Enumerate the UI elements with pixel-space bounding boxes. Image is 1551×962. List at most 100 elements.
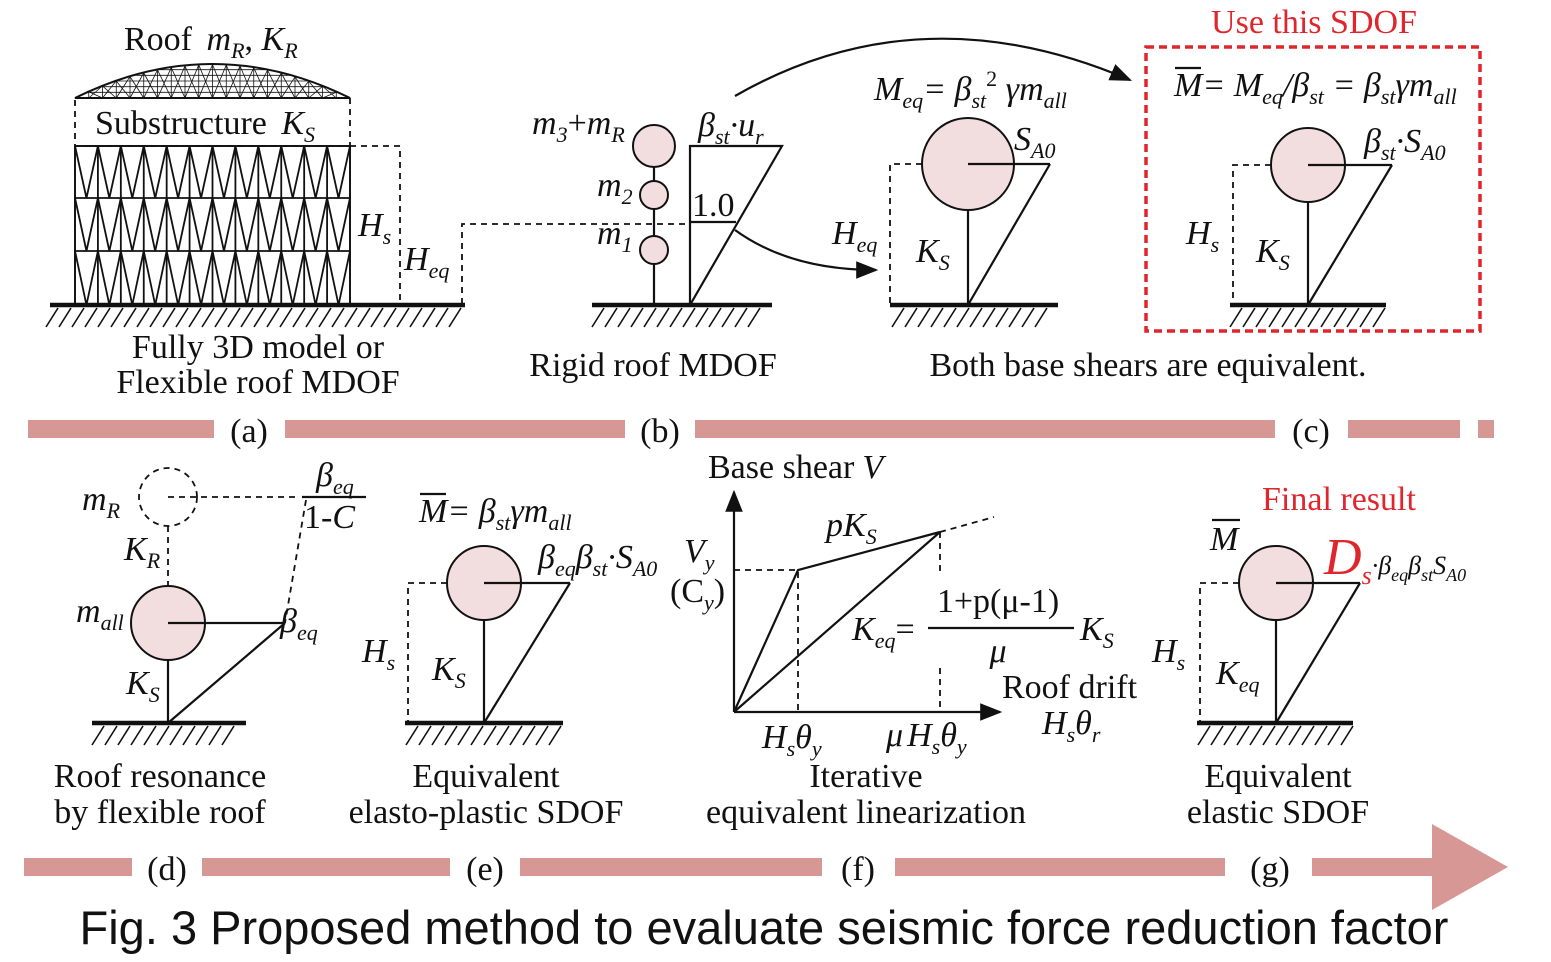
mass-m1 — [639, 235, 669, 265]
label-one: 1.0 — [692, 187, 735, 224]
dome-member — [211, 63, 227, 99]
lattice-brace — [108, 250, 122, 306]
lattice-brace — [177, 197, 191, 252]
label-beta-eq-d: βeq — [279, 603, 318, 645]
arrow-to-c — [734, 37, 1133, 97]
dome-member — [266, 69, 282, 99]
hatch-mark — [969, 307, 983, 328]
lattice-brace — [154, 145, 168, 199]
lattice-brace — [108, 145, 122, 199]
dome-member — [294, 76, 310, 99]
label-heq-c: Heq — [831, 215, 877, 257]
hatch-mark — [1262, 725, 1276, 746]
lattice-brace — [223, 250, 237, 306]
heq-dim-line — [461, 223, 685, 305]
lattice-brace — [131, 250, 145, 306]
hatch-mark — [58, 307, 72, 328]
hatch-mark — [188, 307, 202, 328]
substructure-label: Substructure KS — [95, 105, 315, 147]
lattice-brace — [97, 145, 111, 199]
dome-member — [170, 65, 186, 99]
hatch-mark — [470, 725, 484, 746]
lattice-brace — [280, 197, 294, 252]
hatch-mark — [917, 307, 931, 328]
dome-member — [129, 72, 145, 99]
hatch-mark — [136, 307, 150, 328]
hatch-mark — [45, 307, 59, 328]
panel-d: mR KR mall KS βeq βeq 1-C Roof resonance… — [54, 457, 366, 831]
substructure-box — [74, 97, 351, 147]
dome-member — [294, 80, 310, 99]
lattice-brace — [85, 197, 99, 252]
caption-e-line1: Equivalent — [412, 758, 560, 795]
label-ks-c1: KS — [915, 233, 950, 275]
panel-letter-e: (e) — [466, 851, 504, 888]
caption-b: Rigid roof MDOF — [529, 347, 776, 384]
arrow-to-c-sdof — [734, 229, 879, 279]
hatch-mark — [656, 307, 670, 328]
hatch-mark — [422, 307, 436, 328]
lattice-brace — [337, 250, 351, 306]
label-m2: m2 — [597, 167, 633, 209]
panel-letter-f: (f) — [841, 851, 875, 888]
top-bar-seg4 — [1348, 420, 1460, 438]
lattice-brace — [268, 250, 283, 306]
dome-member — [253, 66, 268, 99]
dome-member — [239, 65, 255, 99]
lattice-brace — [97, 250, 111, 306]
dome-member — [143, 72, 158, 99]
hatch-mark — [1327, 725, 1341, 746]
hatch-mark — [1008, 307, 1022, 328]
dome-member — [129, 76, 145, 99]
hatch-mark — [682, 307, 696, 328]
hatch-mark — [91, 725, 105, 746]
panel-letter-b: (b) — [640, 413, 680, 450]
hatch-mark — [1359, 307, 1373, 328]
hatch-mark — [483, 725, 497, 746]
lattice-brace — [74, 197, 88, 252]
label-ks-c2: KS — [1255, 233, 1290, 275]
ground-hatch-b — [591, 307, 761, 328]
hatch-mark — [1229, 307, 1243, 328]
hatch-mark — [1210, 725, 1224, 746]
sdof-c2-dashed — [1232, 164, 1271, 305]
hatch-mark — [266, 307, 280, 328]
dome-member — [143, 69, 159, 99]
hatch-mark — [357, 307, 371, 328]
hatch-mark — [1197, 725, 1211, 746]
dome-member — [335, 91, 351, 99]
lattice-brace — [188, 197, 202, 252]
label-mbar-g: M — [1209, 521, 1240, 558]
label-ks-e: KS — [431, 651, 466, 693]
dome-member — [267, 72, 282, 99]
lattice-brace — [257, 197, 271, 252]
panel-letter-c: (c) — [1292, 413, 1330, 450]
hatch-mark — [1307, 307, 1321, 328]
hatch-mark — [182, 725, 196, 746]
label-meq: Meq= βst2 γmall — [873, 66, 1067, 113]
lattice-brace — [142, 145, 157, 199]
label-frac-den: 1-C — [304, 499, 355, 536]
hatch-mark — [1333, 307, 1347, 328]
bottom-bar-seg1 — [24, 858, 132, 876]
dome-member — [115, 75, 131, 99]
hatch-mark — [1314, 725, 1328, 746]
lattice-brace — [200, 250, 214, 306]
lattice-brace — [142, 197, 157, 252]
panel-c: Meq= βst2 γmall SA0 Heq KS Both base she… — [831, 4, 1482, 384]
lattice-brace — [85, 250, 99, 306]
lattice-brace — [291, 145, 306, 199]
e-dashed — [407, 582, 447, 723]
f-keq-label: Keq= — [851, 611, 915, 653]
sdof-c1-dashed — [889, 163, 922, 305]
lattice-brace — [85, 145, 99, 199]
dome-member — [280, 72, 296, 99]
label-frac-num: βeq — [315, 457, 354, 499]
hatch-mark — [904, 307, 918, 328]
f-denominator: μ — [988, 633, 1006, 670]
dome-member — [321, 85, 337, 99]
lattice-brace — [314, 145, 328, 199]
hatch-mark — [383, 307, 397, 328]
lattice-brace — [211, 197, 225, 252]
